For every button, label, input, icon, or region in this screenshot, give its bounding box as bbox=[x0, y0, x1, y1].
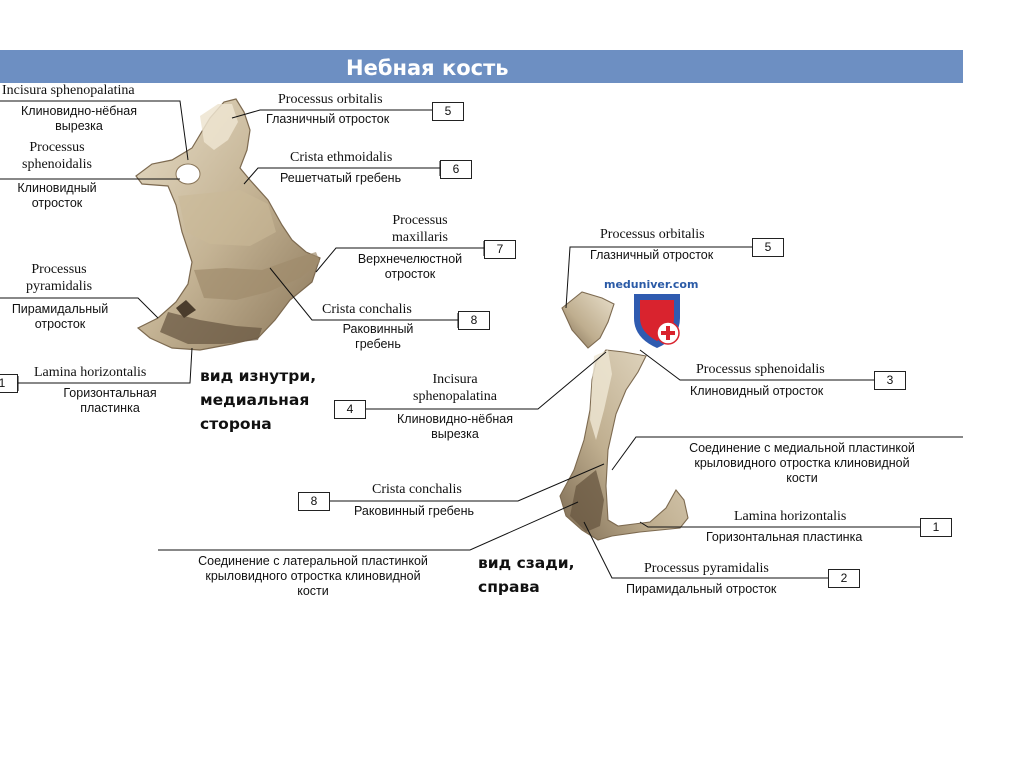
left-maxillaris-ru-1: Верхнечелюстной bbox=[357, 252, 463, 266]
right-bone-illustration bbox=[559, 291, 689, 541]
right-incisura-latin-1: Incisura bbox=[432, 372, 478, 387]
left-ethmoidalis-ru: Решетчатый гребень bbox=[280, 171, 402, 185]
left-sphenoidalis-ru-2: отросток bbox=[31, 196, 83, 210]
right-incisura-ru-1: Клиновидно-нёбная bbox=[397, 412, 513, 426]
left-maxillaris-latin-2: maxillaris bbox=[392, 230, 448, 245]
left-incisura-latin: Incisura sphenopalatina bbox=[2, 83, 135, 98]
left-number-box-1: 1 bbox=[0, 374, 18, 393]
right-medial-plate-2: крыловидного отростка клиновидной bbox=[694, 456, 910, 470]
right-caption-line-2: справа bbox=[478, 578, 540, 596]
right-number-box-8: 8 bbox=[298, 492, 330, 511]
left-horizontalis-latin: Lamina horizontalis bbox=[34, 365, 147, 380]
left-sphenoidalis-ru-1: Клиновидный bbox=[17, 181, 97, 195]
right-lateral-plate-3: кости bbox=[297, 584, 329, 598]
left-caption-line-2: медиальная bbox=[200, 391, 310, 409]
left-caption-line-3: сторона bbox=[200, 415, 272, 433]
left-maxillaris-ru-2: отросток bbox=[384, 267, 436, 281]
left-pyramidalis-ru-2: отросток bbox=[34, 317, 86, 331]
right-medial-plate-1: Соединение с медиальной пластинкой bbox=[689, 441, 915, 455]
left-ethmoidalis-latin: Crista ethmoidalis bbox=[290, 150, 393, 165]
right-incisura-latin-2: sphenopalatina bbox=[413, 389, 497, 404]
left-conchalis-ru-1: Раковинный bbox=[342, 322, 414, 336]
right-number-box-4: 4 bbox=[334, 400, 366, 419]
right-sphenoidalis-ru: Клиновидный отросток bbox=[690, 384, 824, 398]
right-view-caption: вид сзади, справа bbox=[478, 551, 575, 599]
right-incisura-ru-2: вырезка bbox=[431, 427, 479, 441]
left-orbitalis-latin: Processus orbitalis bbox=[278, 92, 383, 107]
right-conchalis-latin: Crista conchalis bbox=[372, 482, 462, 497]
left-conchalis-ru-2: гребень bbox=[355, 337, 401, 351]
right-number-box-2: 2 bbox=[828, 569, 860, 588]
left-number-box-7: 7 bbox=[484, 240, 516, 259]
left-number-box-8: 8 bbox=[458, 311, 490, 330]
left-caption-line-1: вид изнутри, bbox=[200, 367, 317, 385]
left-orbitalis-ru: Глазничный отросток bbox=[266, 112, 390, 126]
right-pyramidalis-latin: Processus pyramidalis bbox=[644, 561, 769, 576]
right-leader-lines bbox=[158, 246, 963, 579]
left-incisura-ru-2: вырезка bbox=[55, 119, 103, 133]
right-conchalis-ru: Раковинный гребень bbox=[354, 504, 475, 518]
left-bone-illustration bbox=[135, 98, 321, 351]
right-medial-plate-3: кости bbox=[786, 471, 818, 485]
right-number-box-3: 3 bbox=[874, 371, 906, 390]
logo-text: meduniver.com bbox=[604, 278, 699, 291]
left-number-box-6: 6 bbox=[440, 160, 472, 179]
right-horizontalis-latin: Lamina horizontalis bbox=[734, 509, 847, 524]
right-horizontalis-ru: Горизонтальная пластинка bbox=[706, 530, 863, 544]
meduniver-logo bbox=[634, 294, 680, 348]
left-number-box-5: 5 bbox=[432, 102, 464, 121]
left-horizontalis-ru-2: пластинка bbox=[80, 401, 140, 415]
left-conchalis-latin: Crista conchalis bbox=[322, 302, 412, 317]
left-horizontalis-ru-1: Горизонтальная bbox=[63, 386, 157, 400]
right-lateral-plate-2: крыловидного отростка клиновидной bbox=[205, 569, 421, 583]
right-caption-line-1: вид сзади, bbox=[478, 554, 575, 572]
right-sphenoidalis-latin: Processus sphenoidalis bbox=[696, 362, 825, 377]
left-sphenoidalis-latin-1: Processus bbox=[29, 140, 85, 155]
left-pyramidalis-latin-1: Processus bbox=[31, 262, 87, 277]
right-lateral-plate-1: Соединение с латеральной пластинкой bbox=[198, 554, 428, 568]
left-view-caption: вид изнутри, медиальная сторона bbox=[200, 364, 316, 436]
right-orbitalis-ru: Глазничный отросток bbox=[590, 248, 714, 262]
left-pyramidalis-latin-2: pyramidalis bbox=[25, 279, 93, 294]
left-incisura-ru-1: Клиновидно-нёбная bbox=[21, 104, 137, 118]
left-leader-lines bbox=[0, 100, 485, 391]
left-sphenoidalis-latin-2: sphenoidalis bbox=[22, 157, 92, 172]
left-maxillaris-latin-1: Processus bbox=[392, 213, 448, 228]
right-orbitalis-latin: Processus orbitalis bbox=[600, 227, 705, 242]
right-pyramidalis-ru: Пирамидальный отросток bbox=[626, 582, 777, 596]
left-pyramidalis-ru-1: Пирамидальный bbox=[11, 302, 109, 316]
right-number-box-5: 5 bbox=[752, 238, 784, 257]
page-title: Небная кость bbox=[346, 56, 509, 80]
right-number-box-1: 1 bbox=[920, 518, 952, 537]
title-bar bbox=[0, 50, 963, 83]
